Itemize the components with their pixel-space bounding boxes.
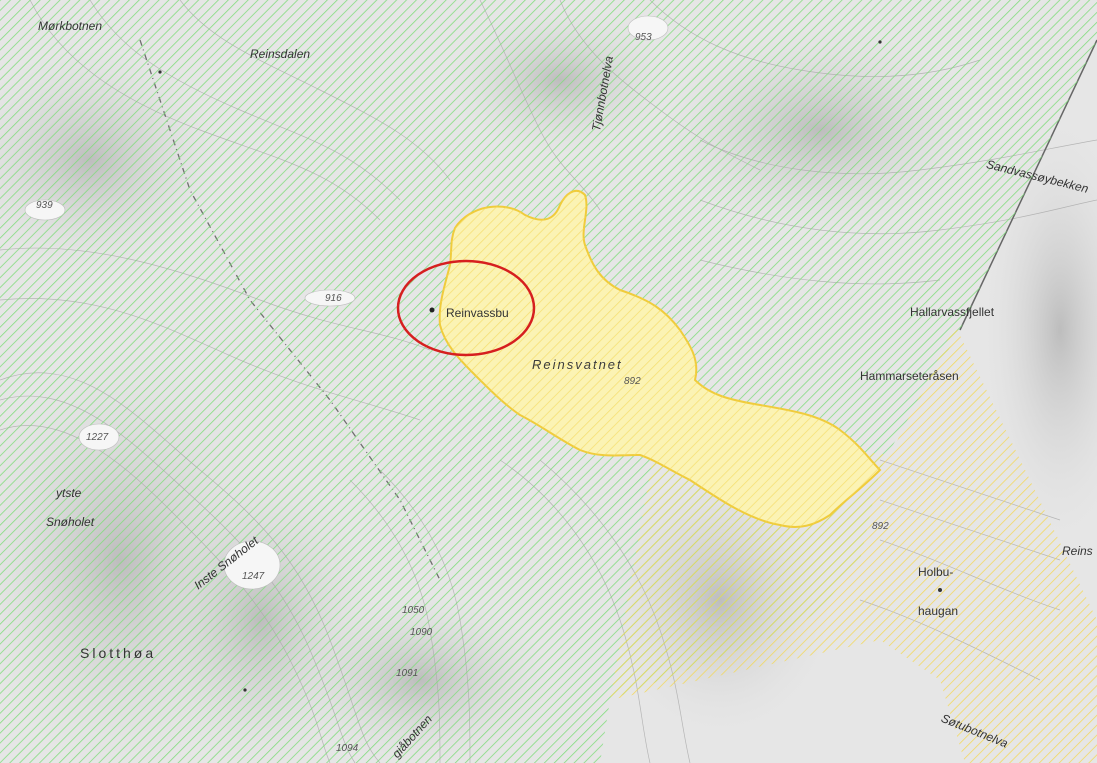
label-reinvassbu: Reinvassbu — [446, 306, 509, 320]
elevation-1091: 1091 — [396, 668, 419, 679]
snow-patches — [24, 15, 669, 590]
elevation-892-lake: 892 — [624, 376, 641, 387]
elevation-953: 953 — [635, 32, 652, 43]
label-hallarvassfjellet: Hallarvassfjellet — [910, 305, 995, 319]
elevation-1050: 1050 — [402, 605, 425, 616]
elevation-1247: 1247 — [242, 571, 265, 582]
label-slotthoa: Slotthøa — [80, 645, 157, 661]
hut-point-icon[interactable] — [429, 307, 435, 313]
spot-point — [938, 588, 942, 592]
label-reinsdalen: Reinsdalen — [250, 47, 311, 61]
spot-point — [878, 40, 882, 44]
label-snoholet: Snøholet — [46, 515, 95, 529]
label-holbu: Holbu- — [918, 565, 954, 579]
label-haugan: haugan — [918, 604, 959, 618]
spot-point — [243, 688, 247, 692]
elevation-916: 916 — [325, 293, 342, 304]
label-hammarseterasen: Hammarseteråsen — [860, 369, 959, 383]
elevation-1227: 1227 — [86, 432, 109, 443]
elevation-939: 939 — [36, 200, 53, 211]
highlight-circle — [396, 259, 536, 357]
spot-point — [158, 70, 162, 74]
elevation-1094: 1094 — [336, 743, 359, 754]
elevation-1090: 1090 — [410, 627, 433, 638]
label-reinsvatnet: Reinsvatnet — [532, 357, 623, 372]
label-reins-cut: Reins — [1062, 544, 1093, 558]
elevation-892-east: 892 — [872, 521, 889, 532]
label-morkbotnen: Mørkbotnen — [38, 19, 103, 33]
label-ytste: ytste — [56, 486, 82, 500]
lake-hatch — [439, 190, 880, 527]
